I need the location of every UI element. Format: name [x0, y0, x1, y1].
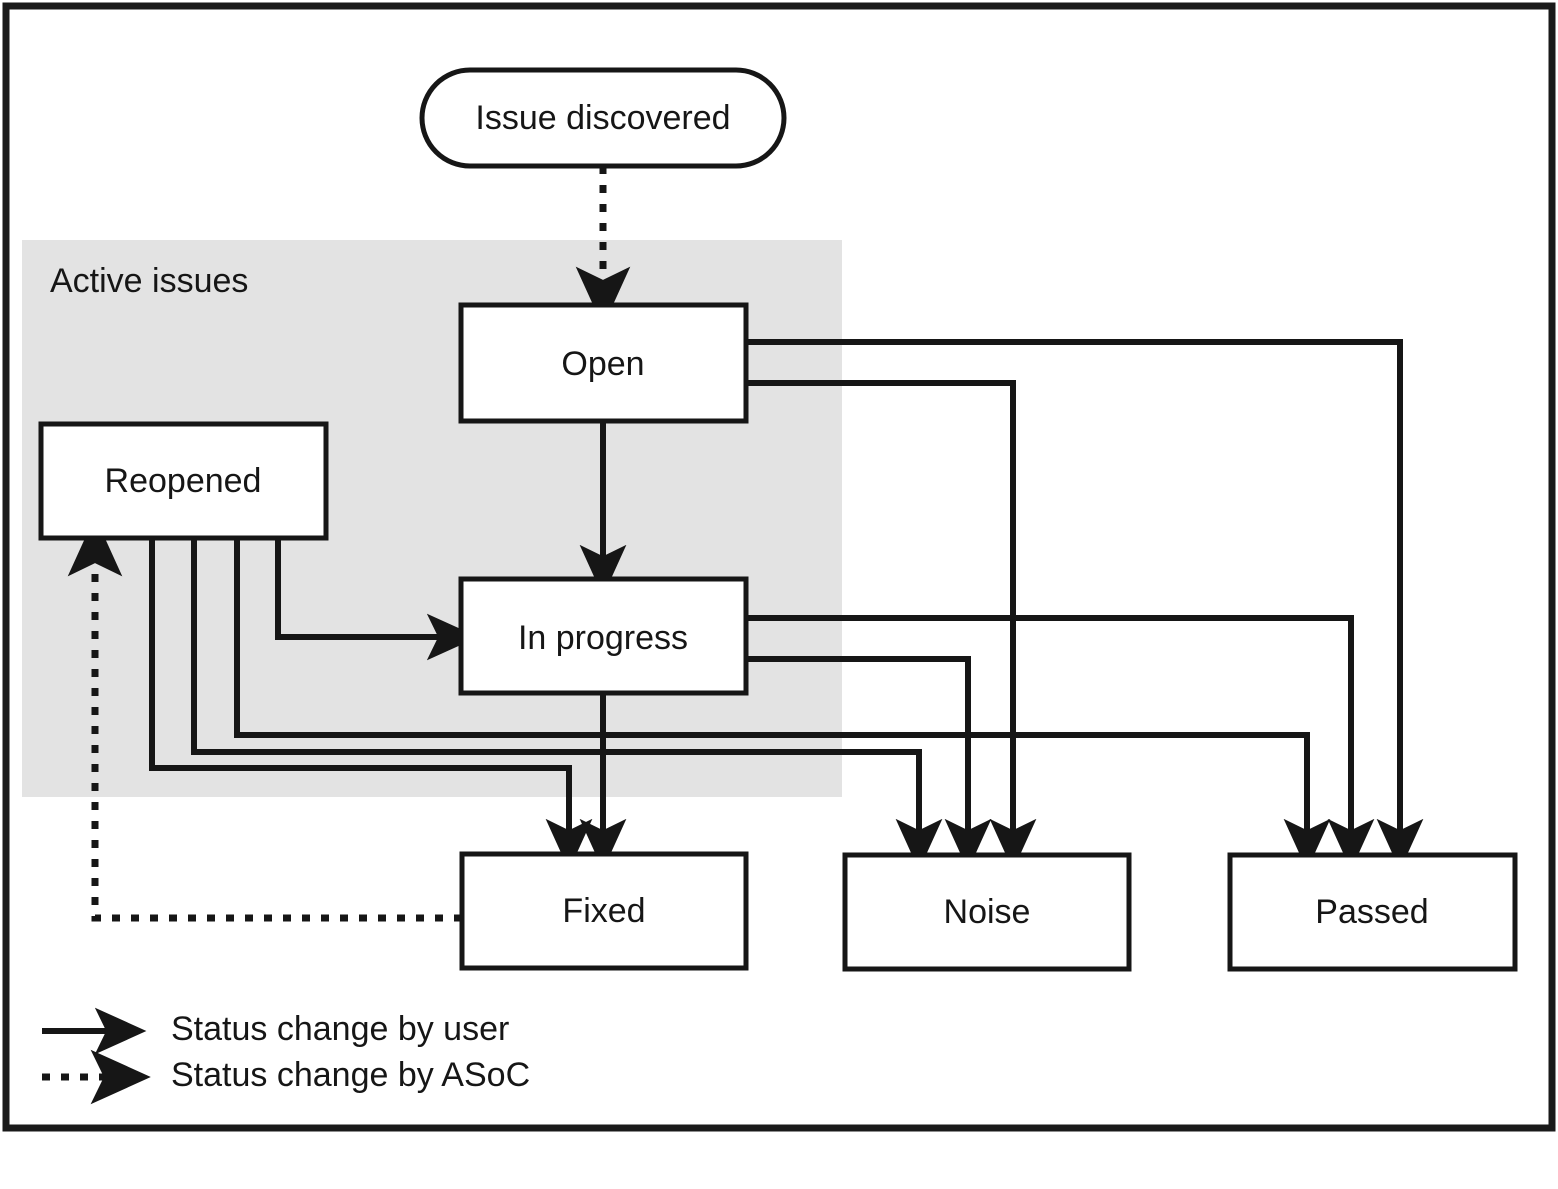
edge-fixed-to-reopened	[67, 516, 462, 922]
legend-item-dotted-label: Status change by ASoC	[171, 1056, 530, 1094]
node-passed-shape	[1227, 852, 1518, 972]
node-noise[interactable]: Noise	[842, 852, 1132, 972]
edge-open-to-passed	[746, 339, 1424, 871]
node-issue-discovered[interactable]: Issue discovered	[419, 67, 787, 169]
legend-item-solid: Status change by user	[42, 1007, 509, 1055]
node-passed[interactable]: Passed	[1227, 852, 1518, 972]
node-noise-label: Noise	[944, 893, 1031, 931]
legend: Status change by user Status change by A…	[42, 1007, 530, 1105]
node-in-progress-label: In progress	[518, 619, 688, 657]
legend-item-solid-label: Status change by user	[171, 1010, 509, 1048]
active-issues-label: Active issues	[50, 262, 248, 300]
node-open[interactable]: Open	[458, 302, 749, 424]
node-reopened-label: Reopened	[105, 462, 262, 500]
edge-reopened-to-fixed	[149, 537, 593, 871]
node-noise-shape	[842, 852, 1132, 972]
edge-open-to-noise	[746, 380, 1037, 871]
node-fixed[interactable]: Fixed	[459, 851, 749, 971]
node-passed-label: Passed	[1315, 893, 1428, 931]
legend-item-dotted: Status change by ASoC	[42, 1049, 530, 1105]
node-issue-discovered-label: Issue discovered	[475, 99, 730, 137]
node-fixed-shape	[459, 851, 749, 971]
node-issue-discovered-shape	[419, 67, 787, 169]
node-in-progress-shape	[458, 576, 749, 696]
node-reopened-shape	[38, 421, 329, 541]
edge-inprogress-to-passed	[746, 615, 1375, 871]
edge-reopened-to-passed	[234, 537, 1331, 871]
node-fixed-label: Fixed	[562, 892, 645, 930]
edge-inprogress-to-noise	[746, 656, 992, 871]
edge-reopened-to-inprogress	[275, 537, 479, 661]
edge-reopened-to-noise	[191, 537, 943, 871]
node-in-progress[interactable]: In progress	[458, 576, 749, 696]
node-open-shape	[458, 302, 749, 424]
node-open-label: Open	[561, 345, 644, 383]
node-reopened[interactable]: Reopened	[38, 421, 329, 541]
